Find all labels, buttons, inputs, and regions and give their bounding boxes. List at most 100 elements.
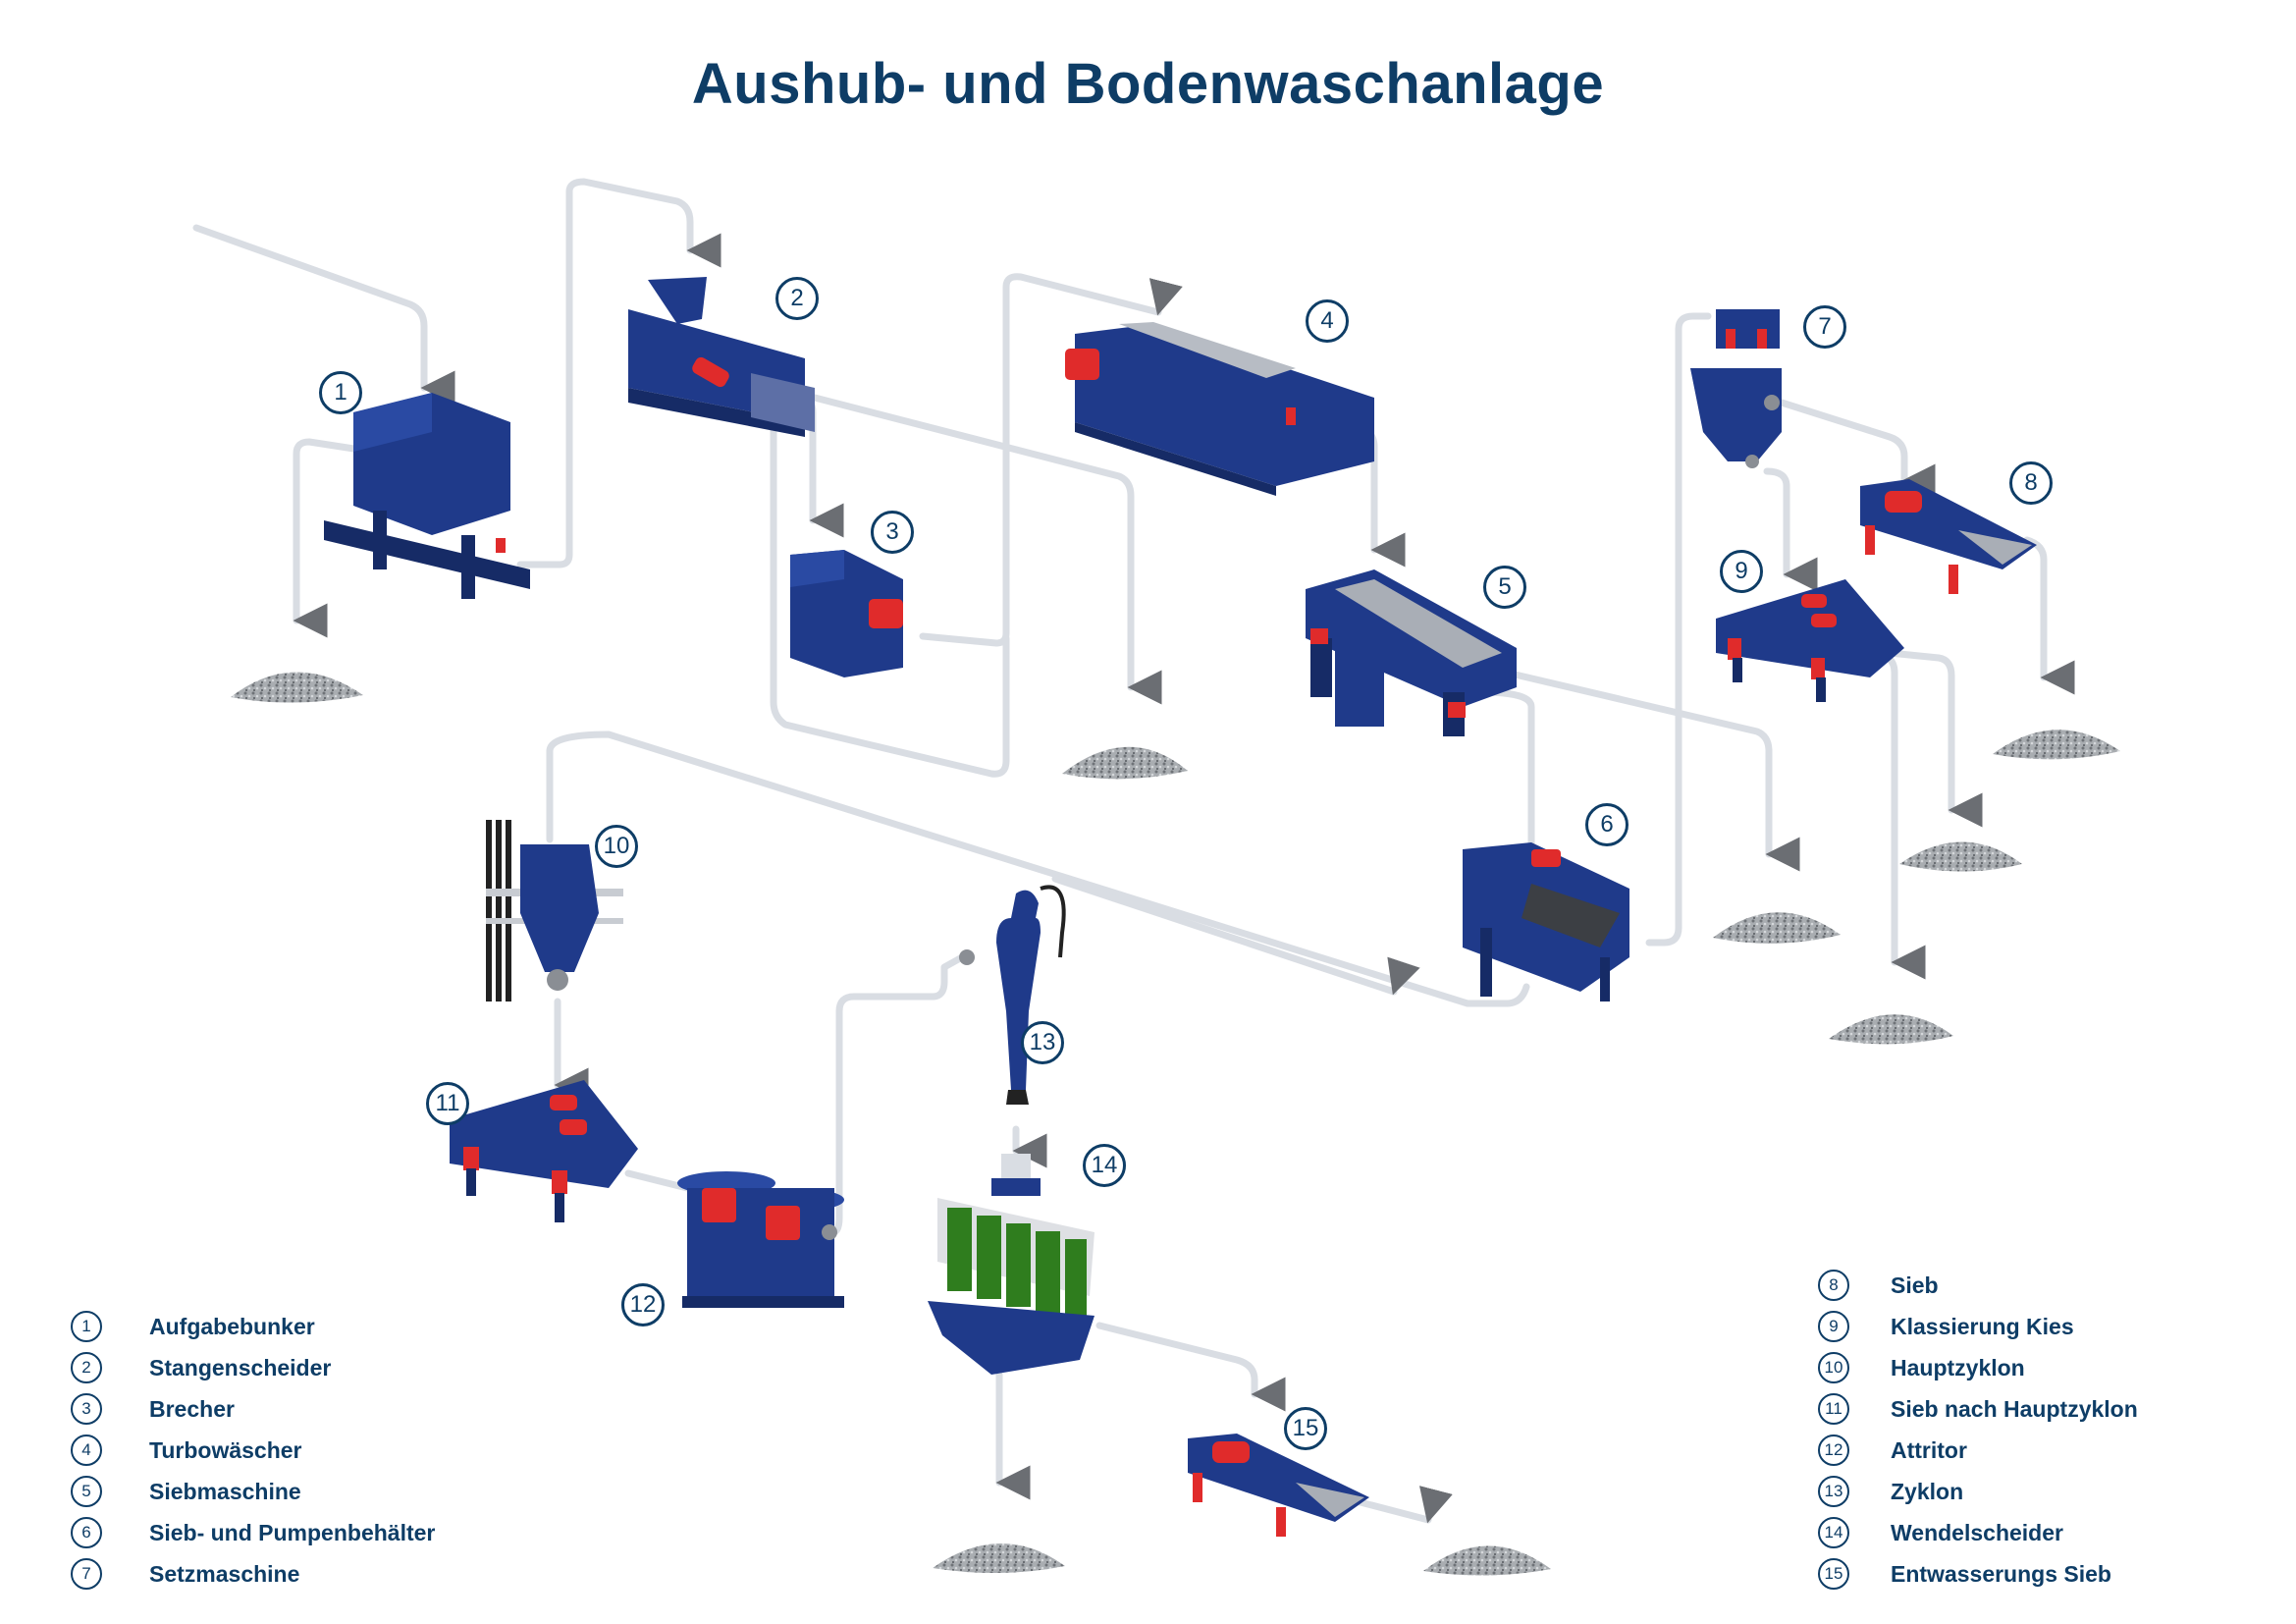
legend-number: 3 [71,1393,102,1425]
pipe-9-to-gravel-a [1866,649,1926,980]
marker-14: 14 [1083,1144,1126,1187]
machine-8-screen [1860,479,2037,594]
machine-12-attritor [677,1171,844,1308]
pipe-13-to-return [1051,875,1420,996]
machine-2-bar-separator [628,277,815,437]
pipe-1-to-gravel [293,438,377,638]
pipe-3-to-4 [919,273,1183,647]
marker-12: 12 [621,1283,665,1326]
pipe-input-to-1 [192,224,455,406]
legend-number: 2 [71,1352,102,1383]
pipe-2-to-gravel [811,394,1162,705]
legend-label: Turbowäscher [149,1436,302,1463]
marker-15: 15 [1284,1407,1327,1450]
marker-11: 11 [426,1082,469,1125]
legend-label: Attritor [1891,1436,1967,1463]
pipe-7-to-8 [1778,399,1936,499]
pipe-11-to-12 [624,1169,691,1192]
machine-7-jig [1690,309,1782,468]
pipe-14-to-15 [1095,1322,1286,1412]
legend-number: 6 [71,1517,102,1548]
machine-10-main-cyclone [486,820,623,1001]
gravel-pile-1 [231,672,363,703]
legend-label: Aufgabebunker [149,1313,315,1339]
legend-item: 8 Sieb [1818,1265,2138,1306]
machine-9-gravel-classifier [1716,579,1904,702]
machine-4-turbo-washer [1065,322,1374,496]
legend-item: 11 Sieb nach Hauptzyklon [1818,1388,2138,1430]
marker-5: 5 [1483,566,1526,609]
machine-14-spiral-separator [928,1154,1095,1375]
legend-number: 8 [1818,1270,1849,1301]
legend-number: 7 [71,1558,102,1590]
pipe-1-to-2 [516,178,721,568]
legend-number: 9 [1818,1311,1849,1342]
legend-label: Hauptzyklon [1891,1354,2025,1380]
machine-1-feed-hopper [324,393,530,599]
legend-label: Zyklon [1891,1478,1964,1504]
legend-item: 2 Stangenscheider [71,1347,435,1388]
pipe-9-to-gravel-b [1886,649,1983,828]
legend-item: 3 Brecher [71,1388,435,1430]
marker-3: 3 [871,511,914,554]
marker-9: 9 [1720,550,1763,593]
marker-10: 10 [595,825,638,868]
legend-label: Stangenscheider [149,1354,332,1380]
legend-number: 11 [1818,1393,1849,1425]
machine-5-screening [1306,569,1517,736]
legend-item: 5 Siebmaschine [71,1471,435,1512]
gravel-pile-7 [933,1543,1065,1574]
pipe-5-to-6 [1478,688,1535,848]
machine-15-dewatering-screen [1188,1434,1369,1537]
marker-13: 13 [1021,1021,1064,1064]
marker-2: 2 [775,277,819,320]
pipe-6-to-10 [546,731,1530,1007]
legend-label: Entwasserungs Sieb [1891,1560,2111,1587]
pipe-5-to-gravel [1503,669,1800,872]
legend-number: 12 [1818,1435,1849,1466]
legend-item: 13 Zyklon [1818,1471,2138,1512]
gravel-pile-6 [1993,730,2120,760]
gravel-pile-8 [1423,1545,1551,1576]
marker-8: 8 [2009,461,2053,505]
gravel-piles [231,672,2120,1576]
legend-label: Wendelscheider [1891,1519,2063,1545]
legend-item: 10 Hauptzyklon [1818,1347,2138,1388]
pipe-6-to-7 [1645,312,1712,947]
legend-item: 12 Attritor [1818,1430,2138,1471]
marker-1: 1 [319,371,362,414]
legend-number: 4 [71,1435,102,1466]
legend-item: 7 Setzmaschine [71,1553,435,1595]
marker-4: 4 [1306,299,1349,343]
legend-label: Setzmaschine [149,1560,300,1587]
legend-label: Sieb [1891,1272,1939,1298]
diagram-title: Aushub- und Bodenwaschanlage [691,52,1605,116]
legend-item: 9 Klassierung Kies [1818,1306,2138,1347]
gravel-pile-5 [1829,1014,1953,1045]
legend-label: Klassierung Kies [1891,1313,2074,1339]
gravel-pile-4 [1899,841,2022,872]
marker-6: 6 [1585,803,1629,846]
gravel-pile-2 [1062,746,1188,780]
legend-label: Siebmaschine [149,1478,301,1504]
legend-label: Brecher [149,1395,235,1422]
legend-number: 13 [1818,1476,1849,1507]
machine-6-screen-pump-tank [1463,842,1629,1001]
pipe-8-to-gravel [2023,536,2075,695]
machine-11-screen [450,1080,638,1222]
legend-item: 4 Turbowäscher [71,1430,435,1471]
machine-3-crusher [790,550,903,677]
legend-right: 8 Sieb 9 Klassierung Kies 10 Hauptzyklon 11… [1818,1265,2138,1595]
legend-label: Sieb nach Hauptzyklon [1891,1395,2138,1422]
legend-number: 10 [1818,1352,1849,1383]
pipe-2-loop [770,418,1010,778]
pipe-12-to-13 [826,953,966,1236]
legend-number: 5 [71,1476,102,1507]
gravel-pile-3 [1713,912,1841,944]
